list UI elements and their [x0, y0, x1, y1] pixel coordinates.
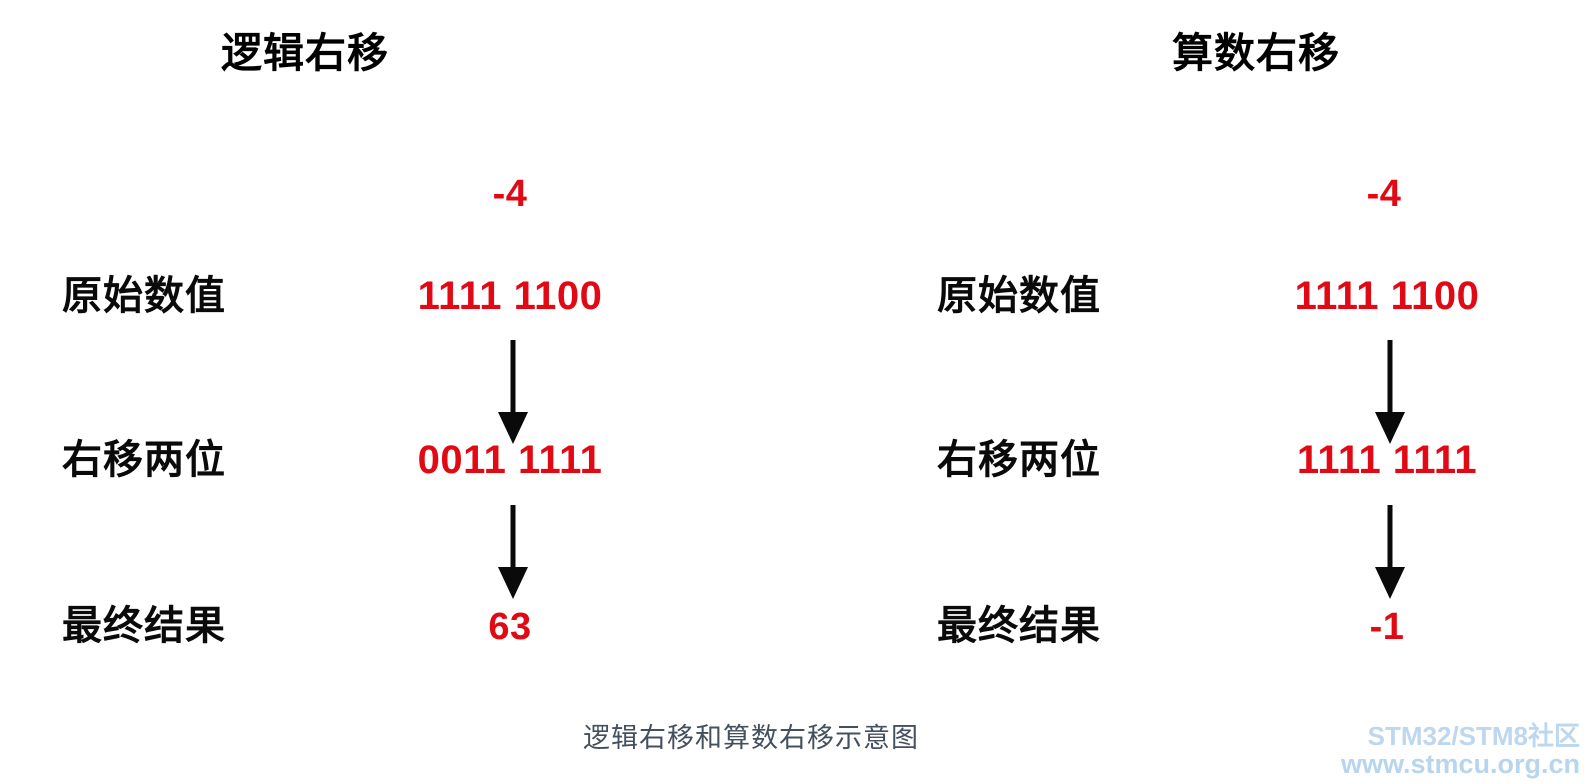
row-value-original-left: 1111 1100 [417, 274, 603, 318]
row-label-shifted-left: 右移两位 [62, 438, 226, 482]
watermark-brand: STM32/STM8社区 [1367, 720, 1580, 751]
figure-caption: 逻辑右移和算数右移示意图 [583, 723, 919, 753]
row-label-shifted-right: 右移两位 [937, 438, 1101, 482]
row-label-result-left: 最终结果 [62, 604, 226, 648]
decimal-input-logical: -4 [492, 173, 528, 215]
row-value-result-left: 63 [488, 606, 532, 648]
row-value-original-right: 1111 1100 [1294, 274, 1480, 318]
panel-title-logical: 逻辑右移 [221, 30, 389, 76]
row-value-result-right: -1 [1369, 606, 1405, 648]
panel-title-arithmetic: 算数右移 [1172, 30, 1340, 76]
down-arrow-icon-left-2 [498, 505, 528, 599]
row-value-shifted-left: 0011 1111 [417, 438, 603, 482]
watermark: STM32/STM8社区 www.stmcu.org.cn [1341, 722, 1580, 780]
row-label-result-right: 最终结果 [937, 604, 1101, 648]
row-label-original-left: 原始数值 [62, 274, 226, 318]
watermark-url: www.stmcu.org.cn [1340, 749, 1580, 780]
row-label-original-right: 原始数值 [937, 274, 1101, 318]
down-arrow-icon-left-1 [498, 340, 528, 444]
row-value-shifted-right: 1111 1111 [1296, 438, 1478, 482]
decimal-input-arithmetic: -4 [1366, 173, 1402, 215]
down-arrow-icon-right-2 [1375, 505, 1405, 599]
down-arrow-icon-right-1 [1375, 340, 1405, 444]
